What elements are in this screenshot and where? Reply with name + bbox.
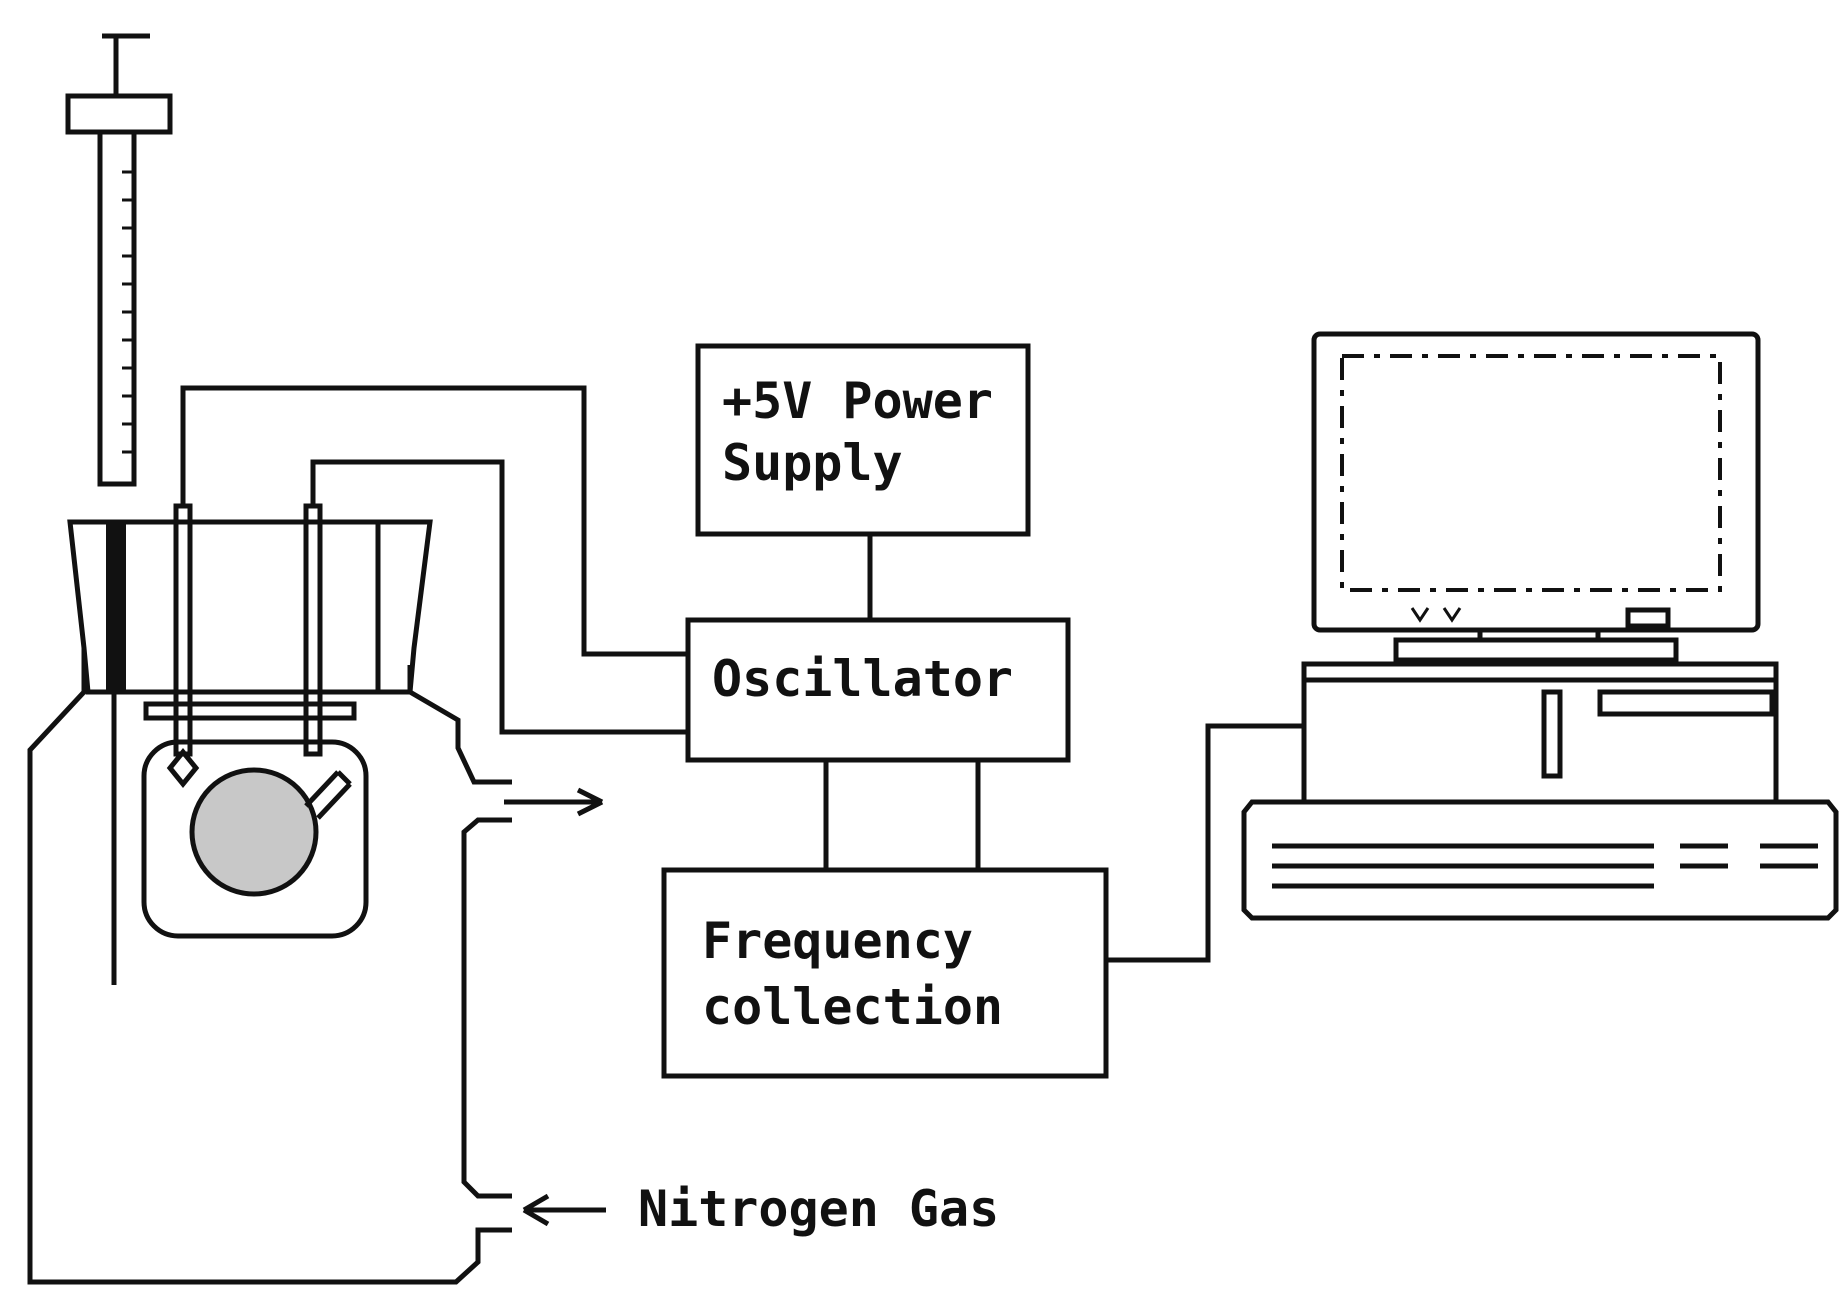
nitrogen-gas-label: Nitrogen Gas	[638, 1180, 999, 1238]
power-supply-label-line2: Supply	[722, 434, 903, 492]
frequency-collection-label-line2: collection	[702, 978, 1003, 1036]
frequency-collection-label-line1: Frequency	[702, 912, 973, 970]
syringe-icon	[65, 33, 173, 985]
gas-outlet-arrow-icon	[504, 787, 604, 817]
quartz-crystal-icon	[141, 739, 369, 939]
electrode-wires	[180, 385, 688, 735]
counter-to-computer-wire	[1106, 723, 1304, 963]
frequency-collection-box: Frequency collection	[661, 867, 1109, 1079]
power-supply-label-line1: +5V Power	[722, 372, 993, 430]
reaction-vessel-icon	[27, 503, 512, 1285]
gas-inlet-arrow-icon	[522, 1193, 606, 1227]
power-supply-box: +5V Power Supply	[695, 343, 1031, 537]
oscillator-box: Oscillator	[685, 617, 1071, 763]
oscillator-label: Oscillator	[712, 650, 1013, 708]
computer-icon	[1241, 331, 1839, 921]
